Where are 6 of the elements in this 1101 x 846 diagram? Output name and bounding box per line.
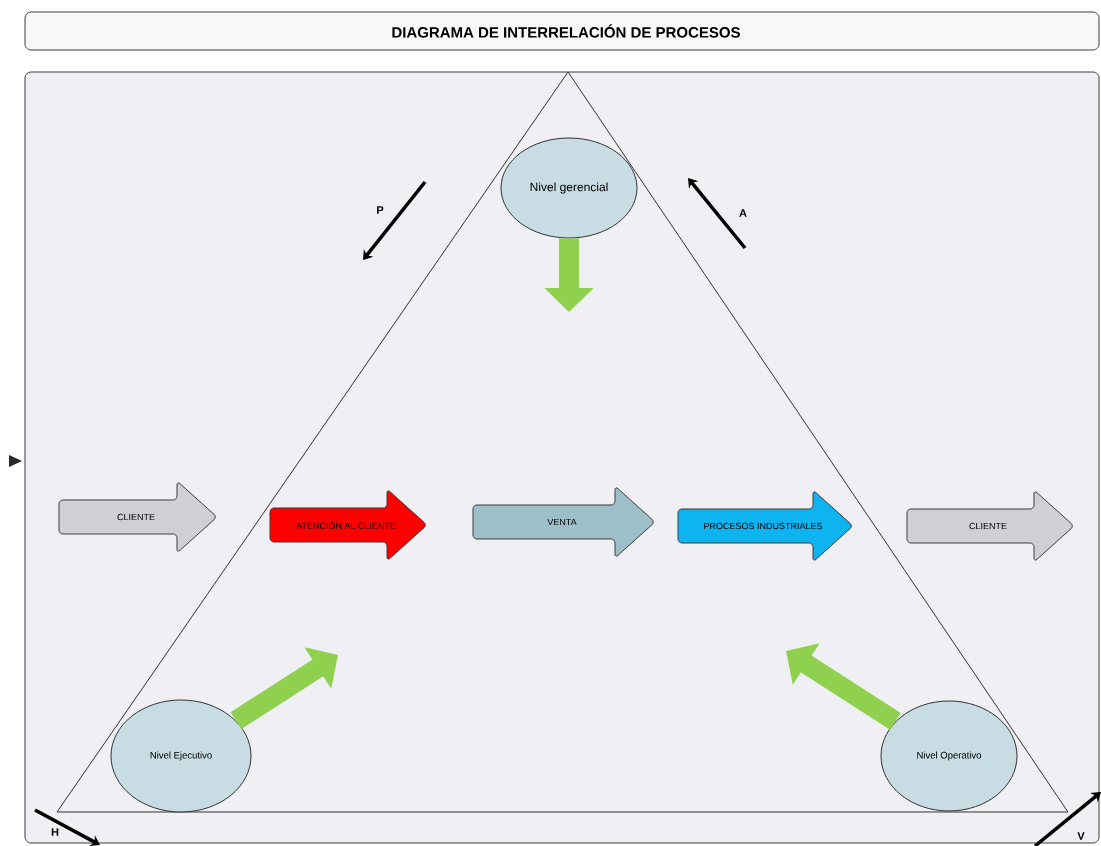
cycle-letter: P <box>377 206 384 214</box>
title-bar: DIAGRAMA DE INTERRELACIÓN DE PROCESOS <box>24 11 1100 51</box>
cycle-letter: A <box>739 209 747 217</box>
block-arrow <box>230 647 338 730</box>
cycle-letter: V <box>1077 832 1085 840</box>
cycle-letter: H <box>51 828 59 836</box>
